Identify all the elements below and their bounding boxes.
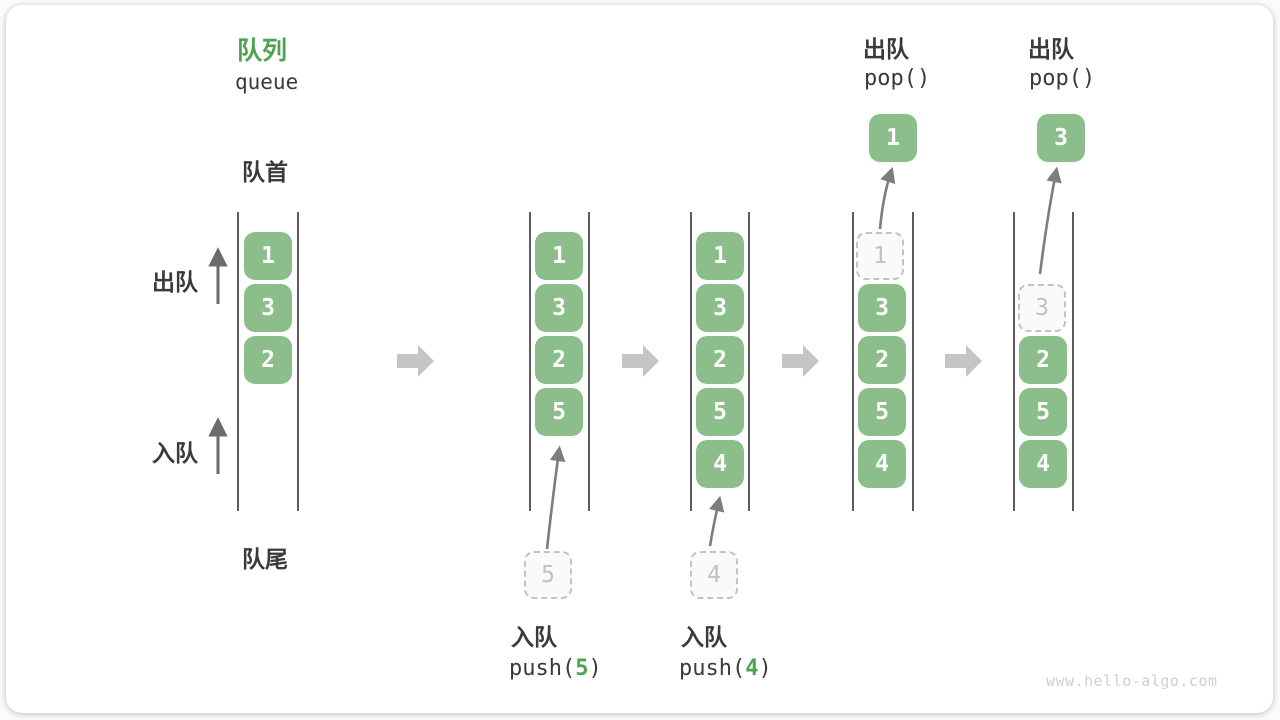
queue-item: 2 <box>858 336 906 384</box>
queue-item: 3 <box>535 284 583 332</box>
queue-item: 2 <box>535 336 583 384</box>
removed-item-ghost: 3 <box>1018 284 1066 332</box>
queue-item: 4 <box>696 440 744 488</box>
code-arg: 5 <box>575 656 589 681</box>
enqueue-op-label: 入队 <box>511 624 557 650</box>
dequeue-side-label: 出队 <box>152 269 198 295</box>
pending-item-ghost: 4 <box>690 551 738 599</box>
enqueue-op-code: push(4) <box>679 656 772 681</box>
dequeue-op-code: pop() <box>864 66 931 91</box>
code-suffix: ) <box>588 656 602 681</box>
queue-wall <box>852 212 854 511</box>
enqueue-op-label: 入队 <box>681 624 727 650</box>
enqueue-side-label: 入队 <box>152 440 198 466</box>
queue-wall <box>912 212 914 511</box>
queue-item: 5 <box>858 388 906 436</box>
queue-item: 3 <box>696 284 744 332</box>
queue-wall <box>1013 212 1015 511</box>
queue-item: 3 <box>858 284 906 332</box>
code-prefix: push( <box>679 656 746 681</box>
queue-item: 1 <box>244 232 292 280</box>
code-suffix: ) <box>758 656 772 681</box>
dequeue-op-code: pop() <box>1029 66 1096 91</box>
queue-item: 1 <box>535 232 583 280</box>
queue-item: 4 <box>1019 440 1067 488</box>
queue-item: 2 <box>244 336 292 384</box>
page-subtitle: queue <box>235 70 299 94</box>
queue-item: 4 <box>858 440 906 488</box>
queue-wall <box>297 212 299 511</box>
queue-item: 2 <box>1019 336 1067 384</box>
page-title: 队列 <box>237 37 288 65</box>
pending-item-ghost: 5 <box>524 551 572 599</box>
queue-rear-label: 队尾 <box>242 546 288 572</box>
dequeue-op-label: 出队 <box>863 36 909 62</box>
queue-item: 1 <box>696 232 744 280</box>
popped-item: 3 <box>1037 114 1085 162</box>
code-arg: 4 <box>745 656 759 681</box>
popped-item: 1 <box>869 114 917 162</box>
removed-item-ghost: 1 <box>856 232 904 280</box>
card-background <box>6 5 1273 713</box>
queue-wall <box>588 212 590 511</box>
queue-item: 5 <box>1019 388 1067 436</box>
queue-item: 5 <box>535 388 583 436</box>
queue-item: 2 <box>696 336 744 384</box>
code-prefix: push( <box>509 656 576 681</box>
queue-front-label: 队首 <box>242 159 288 185</box>
dequeue-op-label: 出队 <box>1028 36 1074 62</box>
queue-wall <box>748 212 750 511</box>
queue-wall <box>237 212 239 511</box>
queue-wall <box>529 212 531 511</box>
queue-item: 5 <box>696 388 744 436</box>
enqueue-op-code: push(5) <box>509 656 602 681</box>
queue-wall <box>690 212 692 511</box>
queue-item: 3 <box>244 284 292 332</box>
queue-wall <box>1072 212 1074 511</box>
watermark: www.hello-algo.com <box>1046 672 1218 690</box>
